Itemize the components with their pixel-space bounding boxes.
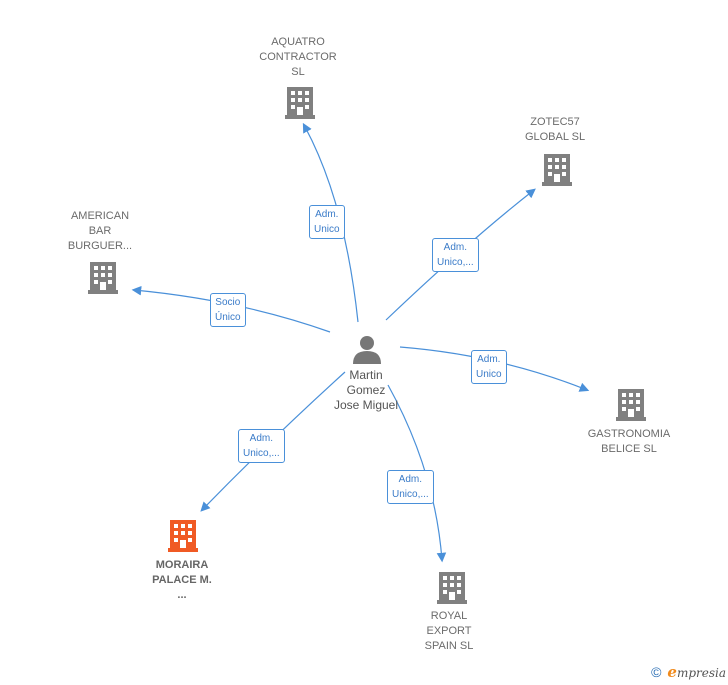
node-label-zotec[interactable]: ZOTEC57 GLOBAL SL	[524, 116, 586, 143]
edge-label-zotec[interactable]: Adm. Unico,...	[432, 238, 479, 272]
center-person-name[interactable]: Martin Gomez Jose Miguel	[333, 368, 399, 412]
building-icon[interactable]	[285, 85, 315, 119]
building-icon[interactable]	[616, 387, 646, 421]
building-icon[interactable]	[542, 152, 572, 186]
edge-label-royal[interactable]: Adm. Unico,...	[387, 470, 434, 504]
edge-label-moraira[interactable]: Adm. Unico,...	[238, 429, 285, 463]
node-label-moraira[interactable]: MORAIRA PALACE M. ...	[152, 559, 212, 601]
footer-credit: © empresia	[651, 663, 726, 681]
node-label-american[interactable]: AMERICAN BAR BURGUER...	[67, 210, 133, 252]
person-icon[interactable]	[351, 334, 383, 364]
edge-label-aquatro[interactable]: Adm. Unico	[309, 205, 345, 239]
brand-logo: empresia	[667, 663, 726, 681]
building-icon[interactable]	[437, 570, 467, 604]
node-label-gastronomia[interactable]: GASTRONOMIA BELICE SL	[587, 428, 671, 455]
building-icon[interactable]	[168, 518, 198, 552]
edge-label-gastronomia[interactable]: Adm. Unico	[471, 350, 507, 384]
building-icon[interactable]	[88, 260, 118, 294]
node-label-aquatro[interactable]: AQUATRO CONTRACTOR SL	[259, 36, 337, 78]
copyright-symbol: ©	[651, 664, 662, 680]
edge-label-american[interactable]: Socio Único	[210, 293, 246, 327]
node-label-royal[interactable]: ROYAL EXPORT SPAIN SL	[424, 610, 474, 652]
